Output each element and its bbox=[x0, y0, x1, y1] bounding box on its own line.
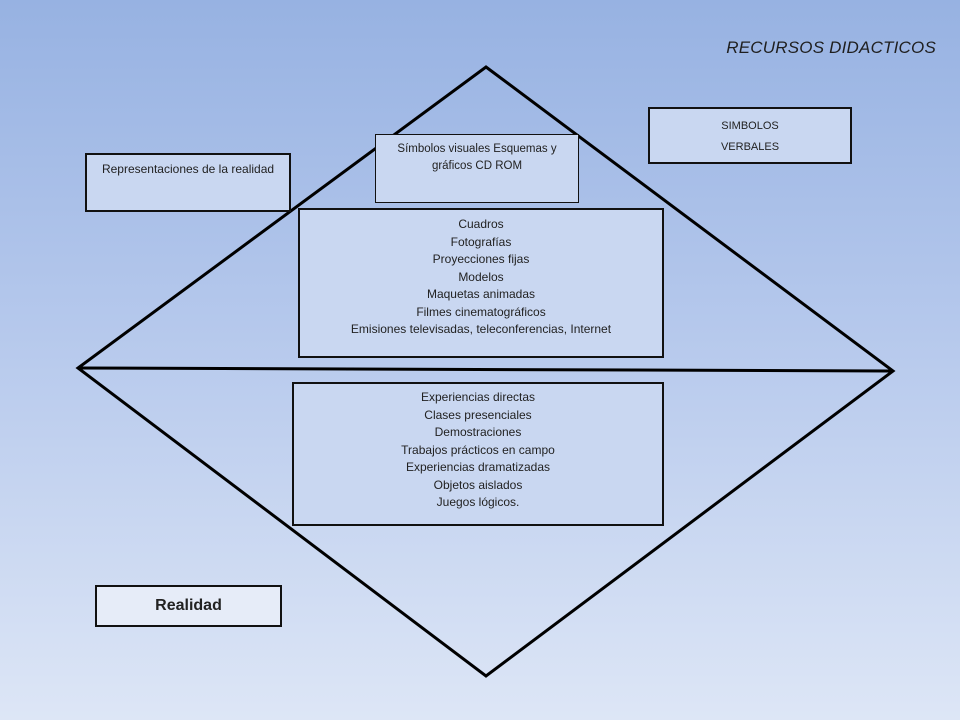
cuadros-item: Modelos bbox=[458, 269, 504, 284]
diamond-outline bbox=[75, 65, 896, 678]
page-title: RECURSOS DIDACTICOS bbox=[726, 38, 936, 57]
diamond-horizontal-divider bbox=[77, 366, 894, 373]
realidad-label: Realidad bbox=[155, 597, 222, 614]
simbolos-verbales-box: SIMBOLOS VERBALES bbox=[648, 107, 852, 164]
representaciones-text: Representaciones de la realidad bbox=[101, 162, 275, 176]
cuadros-item: Proyecciones fijas bbox=[432, 252, 530, 266]
cuadros-item: Fotografías bbox=[450, 234, 512, 249]
cuadros-item: Filmes cinematográficos bbox=[416, 304, 546, 319]
simbolos-verbales-line: VERBALES bbox=[720, 141, 780, 153]
experiencias-item: Experiencias directas bbox=[420, 390, 536, 404]
simbolos-verbales-line: SIMBOLOS bbox=[721, 120, 779, 132]
experiencias-item: Clases presenciales bbox=[424, 407, 532, 422]
experiencias-item: Trabajos prácticos en campo bbox=[401, 442, 555, 457]
simbolos-visuales-text: Símbolos visuales Esquemas y gráficos CD… bbox=[397, 143, 557, 172]
representaciones-box: Representaciones de la realidad bbox=[85, 153, 291, 212]
cuadros-item: Emisiones televisadas, teleconferencias,… bbox=[350, 322, 612, 336]
experiencias-item: Objetos aislados bbox=[433, 477, 523, 492]
cuadros-box: Cuadros Fotografías Proyecciones fijas M… bbox=[298, 208, 664, 358]
experiencias-box: Experiencias directas Clases presenciale… bbox=[292, 382, 664, 526]
cuadros-item: Cuadros bbox=[458, 217, 504, 231]
cuadros-item: Maquetas animadas bbox=[426, 287, 536, 301]
experiencias-item: Juegos lógicos. bbox=[436, 495, 520, 509]
experiencias-item: Experiencias dramatizadas bbox=[405, 460, 551, 474]
realidad-box: Realidad bbox=[95, 585, 282, 627]
simbolos-visuales-box: Símbolos visuales Esquemas y gráficos CD… bbox=[375, 134, 579, 203]
experiencias-item: Demostraciones bbox=[434, 425, 522, 439]
